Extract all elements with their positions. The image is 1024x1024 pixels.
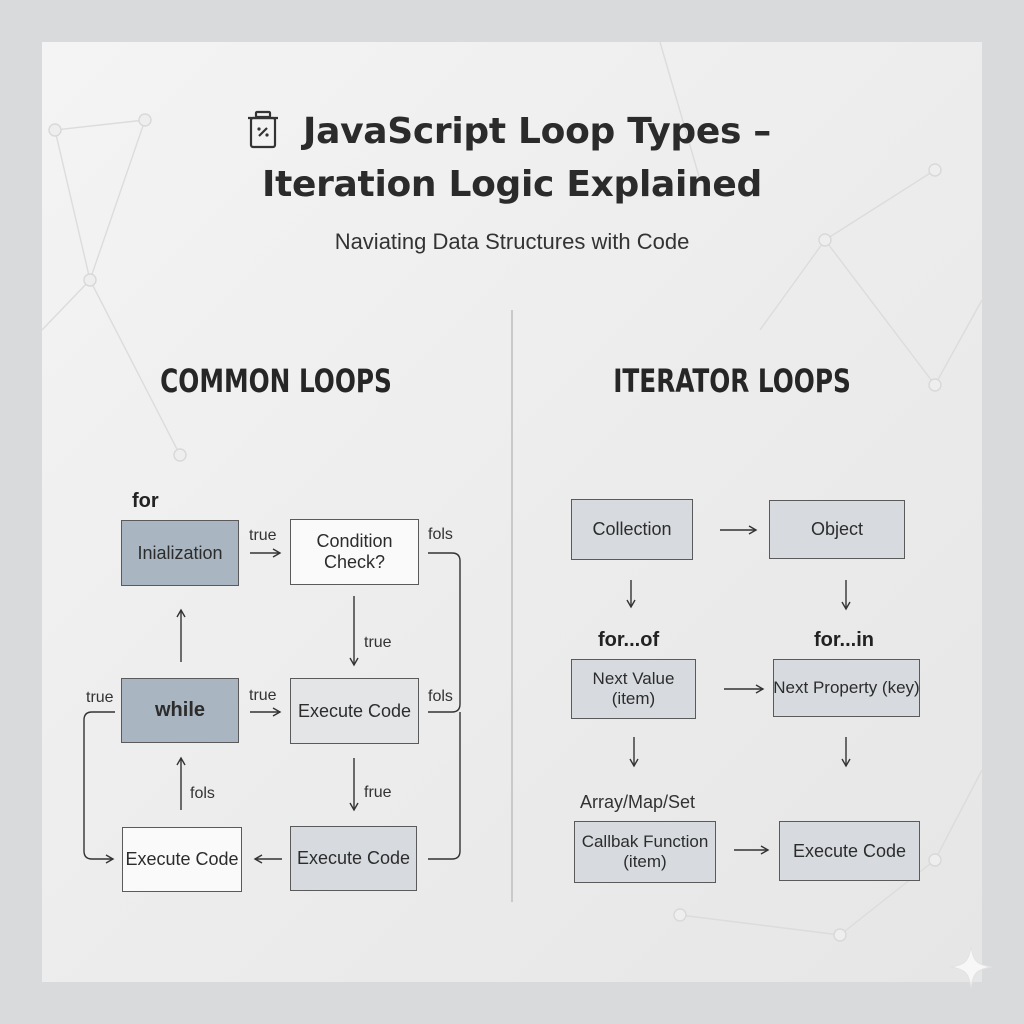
loop-true-left [83,711,115,864]
while-box: while [121,678,239,743]
trash-can-icon [248,110,278,149]
edge-label-fols-up: fols [190,785,215,802]
title-line-1: JavaScript Loop Types – [302,111,772,152]
edge-label-true-down: true [364,634,392,651]
for-in-label: for...in [814,629,874,651]
edge-label-fols-top: fols [428,526,453,543]
edge-label-true-while: true [249,687,277,704]
subtitle: Naviating Data Structures with Code [334,229,690,254]
edge-label-fols-mid: fols [428,688,453,705]
loop-false-right-lower [428,712,461,860]
edge-label-true-left: true [86,689,114,706]
next-value-box: Next Value (item) [571,659,696,719]
condition-check-box: Condition Check? [290,519,419,585]
array-map-set-label: Array/Map/Set [580,792,696,812]
next-property-box: Next Property (key) [773,659,920,717]
iterator-loops-heading: ITERATOR LOOPS [613,362,851,400]
edge-label-frue-down: frue [364,784,392,801]
edge-label-true-init: true [249,527,277,544]
loop-false-right [428,552,461,713]
sparkle-icon [949,945,993,989]
execute-code-box-bottom-right: Execute Code [290,826,417,891]
for-label: for [132,490,159,512]
for-of-label: for...of [598,629,660,651]
section-divider [511,310,513,902]
title-line-2: Iteration Logic Explained [261,164,763,205]
execute-code-box-bottom-left: Execute Code [122,827,242,892]
initialization-box: Inialization [121,520,239,586]
object-box: Object [769,500,905,559]
collection-box: Collection [571,499,693,560]
execute-code-box-mid: Execute Code [290,678,419,744]
common-loops-heading: COMMON LOOPS [160,362,392,400]
execute-code-box-iterator: Execute Code [779,821,920,881]
callback-function-box: Callbak Function (item) [574,821,716,883]
